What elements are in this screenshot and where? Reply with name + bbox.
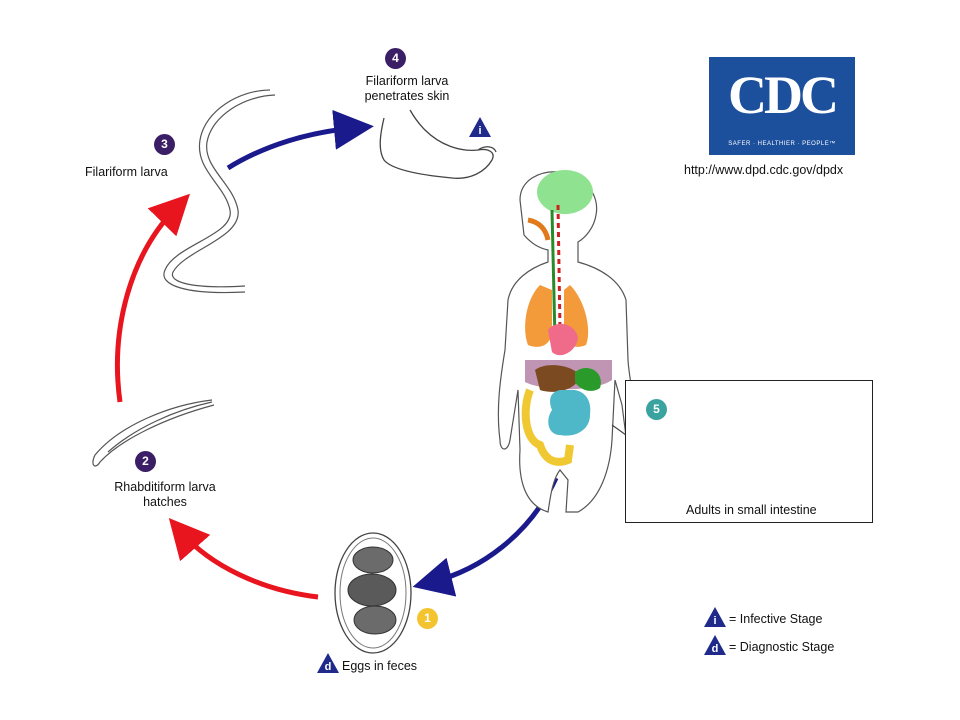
arrow-filariform-to-skin [226, 109, 374, 171]
rhabditiform-larva-drawing [92, 399, 215, 467]
cdc-logo: CDC SAFER · HEALTHIER · PEOPLE™ [709, 57, 855, 155]
stage-badge-5: 5 [646, 399, 667, 420]
legend-diagnostic-letter: d [711, 643, 719, 655]
adult-worms-inset [625, 380, 873, 523]
stage-2-label-line1: Rhabditiform larva [114, 480, 216, 494]
stage-4-label: Filariform larva penetrates skin [352, 74, 462, 104]
legend-infective-marker: i [703, 606, 727, 628]
stage-4-label-line2: penetrates skin [364, 89, 450, 103]
stage-badge-1: 1 [417, 608, 438, 629]
stage-5-label: Adults in small intestine [686, 503, 817, 517]
foot-drawing [379, 109, 497, 179]
stage-2-label-line2: hatches [143, 495, 187, 509]
stage-2-label: Rhabditiform larva hatches [95, 480, 235, 510]
source-url[interactable]: http://www.dpd.cdc.gov/dpdx [684, 163, 844, 177]
cdc-logo-text: CDC [728, 65, 839, 125]
filariform-larva-drawing [163, 89, 276, 294]
legend-diagnostic-marker: d [703, 634, 727, 656]
stage-3-label: Filariform larva [85, 165, 168, 179]
stage-badge-2: 2 [135, 451, 156, 472]
diagnostic-marker-letter: d [324, 661, 332, 673]
legend-infective-text: = Infective Stage [729, 612, 823, 626]
infective-marker-letter: i [478, 125, 482, 137]
stage-1-label: Eggs in feces [342, 659, 418, 673]
diagnostic-stage-marker: d [316, 652, 340, 674]
egg-drawing [334, 532, 412, 654]
infective-stage-marker: i [468, 116, 492, 138]
legend-diagnostic-text: = Diagnostic Stage [729, 640, 835, 654]
stage-4-label-line1: Filariform larva [365, 74, 449, 88]
stage-badge-3: 3 [154, 134, 175, 155]
cdc-logo-tagline: SAFER · HEALTHIER · PEOPLE™ [728, 141, 836, 147]
stage-badge-4: 4 [385, 48, 406, 69]
legend-infective-letter: i [713, 615, 717, 627]
human-body-drawing [497, 170, 638, 513]
arrow-rhabditiform-to-filariform [115, 193, 190, 403]
arrow-eggs-to-rhabditiform [168, 517, 319, 600]
